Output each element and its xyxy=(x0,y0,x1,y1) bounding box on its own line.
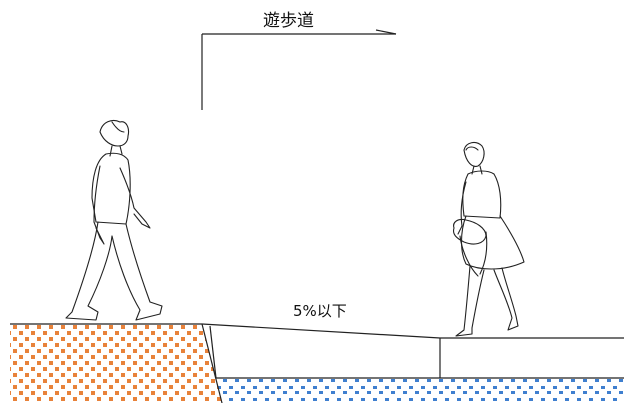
walking-woman-icon xyxy=(452,141,525,337)
walking-man-icon xyxy=(65,119,163,321)
sidewalk-dimension-bracket xyxy=(201,29,397,110)
orange-paving xyxy=(10,324,222,403)
blue-paving xyxy=(216,378,624,403)
slope-label: 5%以下 xyxy=(293,302,347,320)
sidewalk-label: 遊歩道 xyxy=(263,11,314,31)
ground-profile xyxy=(10,323,624,404)
